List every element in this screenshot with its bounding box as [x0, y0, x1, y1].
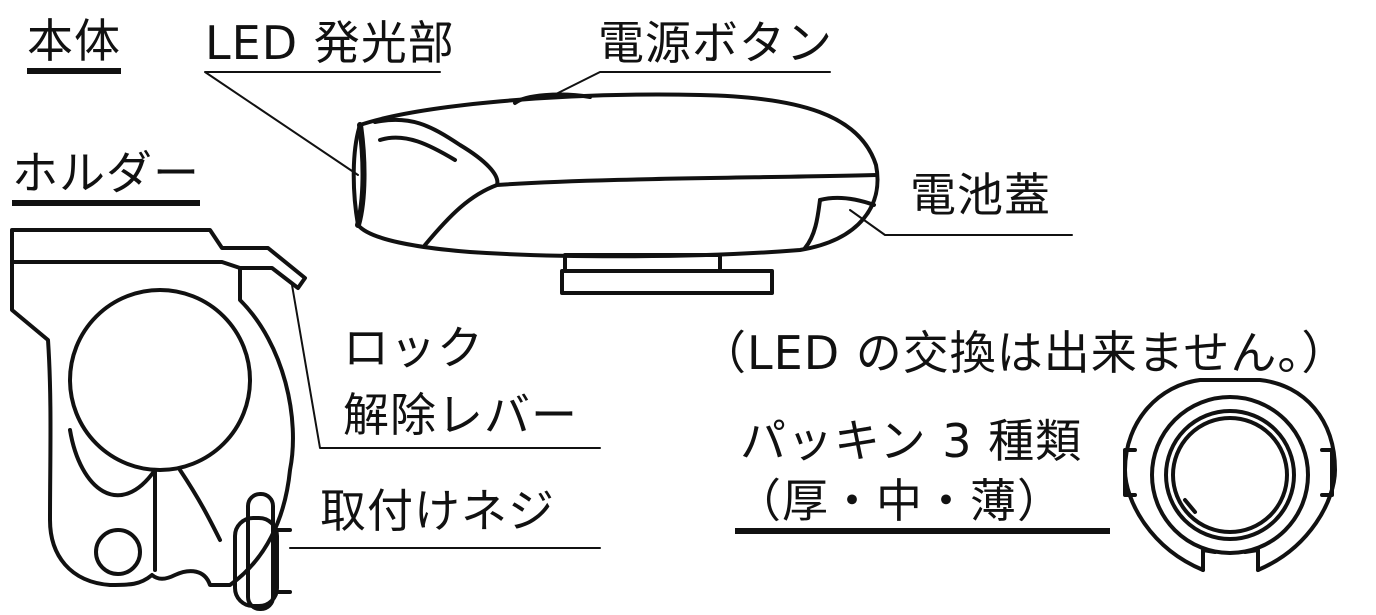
body-title: 本体	[27, 18, 121, 74]
mount-screw-label: 取付けネジ	[320, 484, 555, 538]
power-button-label: 電源ボタン	[598, 16, 833, 70]
light-body	[351, 92, 880, 259]
lock-release-line1: ロック	[343, 321, 484, 375]
packing-ring	[1123, 378, 1337, 572]
body-mount-foot	[560, 253, 774, 295]
power-button-part	[513, 92, 592, 105]
packing-label-line1: パッキン 3 種類	[740, 414, 1083, 468]
holder	[10, 228, 307, 611]
lock-release-line2: 解除レバー	[343, 388, 578, 442]
holder-title: ホルダー	[12, 150, 200, 206]
battery-cover-part	[803, 195, 876, 250]
led-emitter-label: LED 発光部	[205, 16, 455, 70]
leader-lines	[204, 71, 1073, 549]
packing-label-line2: （厚・中・薄）	[735, 478, 1110, 534]
battery-cover-label: 電池蓋	[910, 168, 1051, 222]
led-note: （LED の交換は出来ません。）	[700, 326, 1349, 380]
